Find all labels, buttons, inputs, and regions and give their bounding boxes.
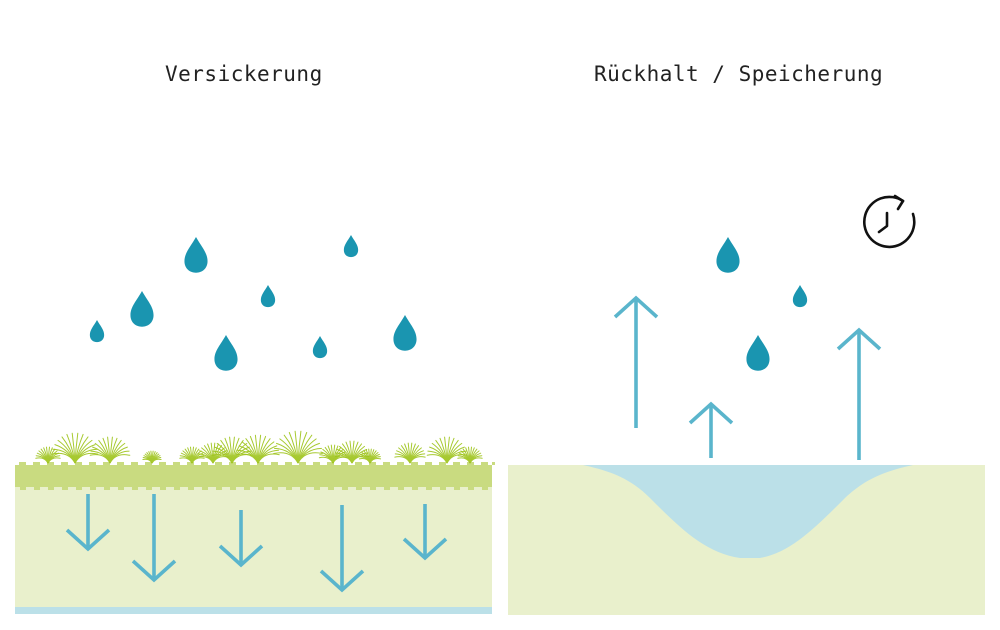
water-basin <box>583 465 913 558</box>
raindrop-icon <box>792 285 808 308</box>
grass-tuft <box>273 430 323 464</box>
arrow-down-icon <box>218 510 264 568</box>
arrow-up-icon <box>613 295 659 428</box>
arrow-down-icon <box>131 494 177 583</box>
arrow-down-icon <box>402 504 448 561</box>
vegetation-band <box>15 462 495 490</box>
grass-tuft <box>51 432 99 464</box>
grass-tuft <box>334 440 370 464</box>
grass-tuft <box>457 446 483 464</box>
raindrop-icon <box>89 320 105 343</box>
evaporation-arrows <box>613 295 882 460</box>
retention-panel <box>508 194 985 615</box>
raindrop-icon <box>214 335 238 371</box>
raindrop-icon <box>130 291 154 327</box>
raindrops-right <box>716 237 808 371</box>
arrow-up-icon <box>836 327 882 460</box>
grass-tuft <box>426 436 468 464</box>
raindrop-icon <box>393 315 417 351</box>
grass-tuft <box>358 448 382 464</box>
raindrop-icon <box>716 237 740 273</box>
clock-rotate-icon <box>862 194 916 249</box>
raindrop-icon <box>312 336 328 359</box>
grass-tuft <box>89 436 131 464</box>
grass-tuft <box>394 442 426 464</box>
grass-tuft <box>35 446 61 464</box>
groundwater-strip <box>15 607 492 614</box>
grass-tuft <box>142 450 162 464</box>
raindrop-icon <box>184 237 208 273</box>
grass-tuft <box>197 442 229 464</box>
panel-title-infiltration: Versickerung <box>165 62 323 86</box>
arrow-down-icon <box>319 505 365 593</box>
raindrop-icon <box>746 335 770 371</box>
panel-title-retention: Rückhalt / Speicherung <box>594 62 884 86</box>
grass-tuft <box>179 446 205 464</box>
grass-tufts <box>35 430 483 464</box>
raindrop-icon <box>260 285 276 308</box>
vegetation-layer <box>15 462 495 490</box>
infiltration-arrows <box>65 494 448 593</box>
raindrop-icon <box>343 235 359 258</box>
grass-tuft <box>236 434 280 464</box>
infiltration-panel <box>15 235 495 614</box>
raindrops-left <box>89 235 417 371</box>
arrow-down-icon <box>65 494 111 552</box>
arrow-up-icon <box>688 401 734 458</box>
